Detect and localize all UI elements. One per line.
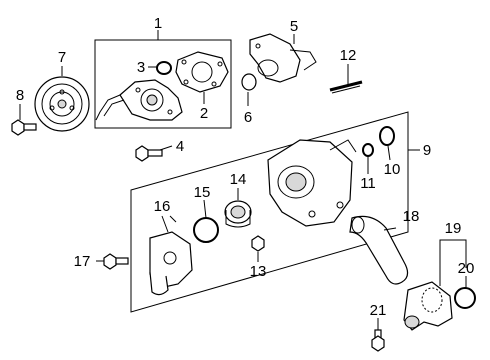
callout-11: 11 [360, 175, 376, 192]
bolt-17-part[interactable] [103, 253, 129, 270]
callout-16: 16 [154, 198, 171, 215]
callout-6: 6 [244, 109, 252, 126]
callout-17: 17 [74, 253, 91, 270]
callout-1: 1 [154, 15, 162, 32]
callout-20: 20 [458, 260, 475, 277]
callout-7: 7 [58, 49, 66, 66]
callout-21: 21 [370, 302, 387, 319]
callout-4: 4 [176, 138, 184, 155]
callout-18: 18 [403, 208, 420, 225]
o-ring-10-part[interactable] [379, 126, 395, 146]
callout-10: 10 [384, 161, 401, 178]
callout-12: 12 [340, 47, 357, 64]
o-ring-11-part[interactable] [362, 143, 374, 157]
pulley-bolt-part[interactable] [11, 119, 37, 136]
callout-15: 15 [194, 184, 211, 201]
callout-3: 3 [137, 59, 145, 76]
hose-part[interactable] [349, 215, 409, 285]
callout-5: 5 [290, 18, 298, 35]
water-pump-part[interactable] [95, 79, 183, 121]
thermostat-part[interactable] [224, 200, 252, 228]
thermostat-housing-part[interactable] [267, 139, 357, 227]
callout-2: 2 [200, 105, 208, 122]
upper-housing-part[interactable] [249, 33, 317, 83]
pump-o-ring-part[interactable] [156, 61, 172, 75]
bolt-13-part[interactable] [251, 235, 265, 252]
thermostat-housing-group-box [130, 111, 409, 313]
callout-13: 13 [250, 263, 267, 280]
water-pump-group-box [94, 39, 232, 129]
seal-part[interactable] [241, 73, 257, 91]
callout-14: 14 [230, 171, 247, 188]
bolt-21-part[interactable] [371, 329, 385, 352]
pump-gasket-part[interactable] [175, 51, 229, 93]
leader-lines [19, 30, 467, 330]
callout-9: 9 [423, 142, 431, 159]
stud-part[interactable] [329, 80, 363, 94]
elbow-fitting-part[interactable] [403, 281, 453, 331]
callout-8: 8 [16, 87, 24, 104]
gasket-15-part[interactable] [193, 217, 219, 243]
pulley-part[interactable] [34, 76, 90, 132]
callout-19: 19 [445, 220, 462, 237]
ring-20-part[interactable] [454, 287, 476, 309]
bolt-4-part[interactable] [135, 145, 163, 162]
outlet-housing-part[interactable] [149, 215, 193, 296]
